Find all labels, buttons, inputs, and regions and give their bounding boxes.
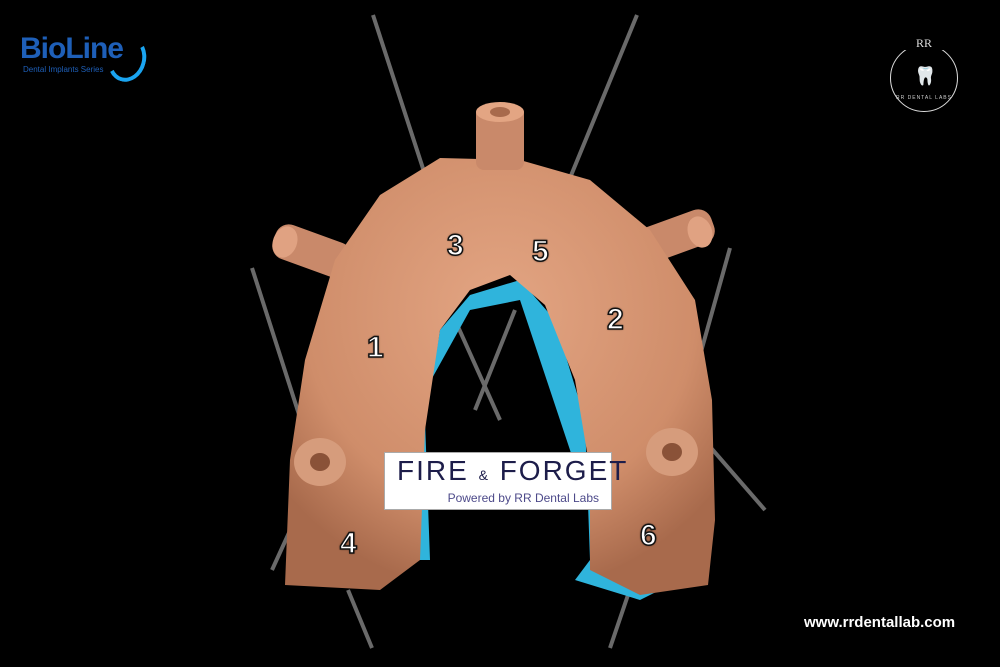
fire-forget-banner: FIRE & FORGET Powered by RR Dental Labs bbox=[384, 452, 626, 510]
rr-dental-labs-logo: RR 🦷 RR DENTAL LABS bbox=[890, 36, 958, 112]
pin-label: 1 bbox=[366, 331, 384, 365]
bioline-logo: BioLine Dental Implants Series bbox=[20, 31, 152, 87]
bioline-tagline: Dental Implants Series bbox=[23, 65, 104, 74]
pin-line bbox=[473, 309, 517, 411]
pin-label: 5 bbox=[531, 235, 549, 269]
pin-label: 2 bbox=[606, 303, 624, 337]
banner-subtitle: Powered by RR Dental Labs bbox=[447, 491, 599, 505]
bioline-name: BioLine bbox=[20, 32, 124, 65]
rr-initials: RR bbox=[891, 36, 957, 50]
pin-line bbox=[371, 14, 432, 191]
tooth-implant-icon: 🦷 bbox=[914, 66, 934, 86]
pin-line bbox=[346, 589, 374, 649]
sleeve-tube-top bbox=[476, 106, 524, 170]
banner-title: FIRE & FORGET bbox=[397, 455, 629, 486]
pin-line bbox=[561, 14, 639, 196]
rr-name: RR DENTAL LABS bbox=[896, 95, 952, 101]
website-url: www.rrdentallab.com bbox=[804, 614, 956, 631]
pin-line bbox=[453, 319, 502, 421]
pin-label: 6 bbox=[639, 519, 657, 553]
pin-label: 3 bbox=[446, 229, 464, 263]
guide-underside bbox=[410, 280, 660, 600]
pin-line bbox=[608, 594, 630, 649]
pin-label: 4 bbox=[339, 527, 357, 561]
